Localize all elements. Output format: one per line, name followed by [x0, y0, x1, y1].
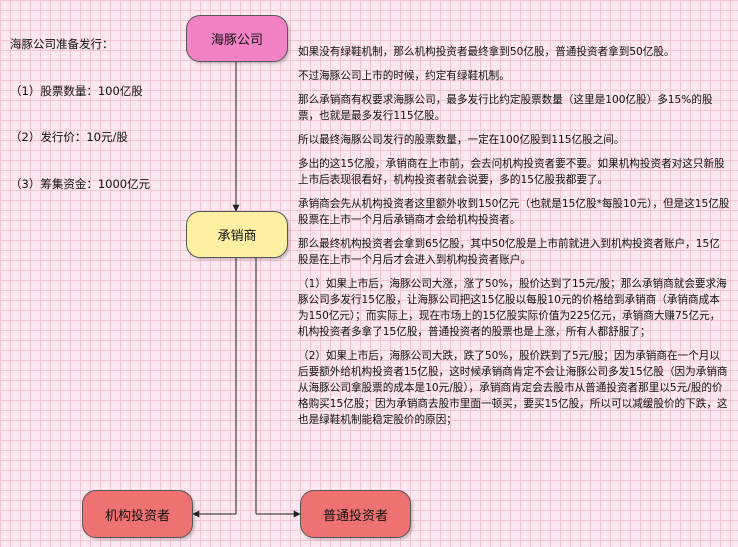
explanation-paragraph: （1）如果上市后，海豚公司大涨，涨了50%，股价达到了15元/股；那么承销商就会…: [298, 278, 727, 338]
underwriter-label: 承销商: [217, 229, 257, 244]
institutional-investor-node: 机构投资者: [82, 490, 193, 538]
underwriter-node: 承销商: [186, 211, 288, 258]
company-node: 海豚公司: [186, 15, 288, 62]
intro-line: 海豚公司准备发行：: [10, 37, 114, 51]
explanation-paragraph: 所以最终海豚公司发行的股票数量，一定在100亿股到115亿股之间。: [298, 134, 625, 146]
explanation-paragraph: 承销商会先从机构投资者这里额外收到150亿元（也就是15亿股*每股10元），但是…: [298, 198, 730, 226]
explanation-paragraph: 如果没有绿鞋机制，那么机构投资者最终拿到50亿股，普通投资者拿到50亿股。: [298, 46, 675, 58]
retail-investor-label: 普通投资者: [322, 508, 388, 524]
explanation-paragraph: 那么承销商有权要求海豚公司，最多发行比约定股票数量（这里是100亿股）多15%的…: [298, 94, 713, 122]
institutional-investor-label: 机构投资者: [104, 508, 170, 524]
explanation-paragraph: 多出的这15亿股，承销商在上市前，会去问机构投资者要不要。如果机构投资者对这只新…: [298, 158, 725, 186]
explanation-text: 如果没有绿鞋机制，那么机构投资者最终拿到50亿股，普通投资者拿到50亿股。 不过…: [298, 44, 730, 436]
retail-investor-node: 普通投资者: [300, 490, 411, 538]
intro-line: （2）发行价：10元/股: [10, 130, 128, 144]
explanation-paragraph: 不过海豚公司上市的时候，约定有绿鞋机制。: [298, 70, 510, 82]
intro-line: （3）筹集资金：1000亿元: [10, 176, 151, 191]
explanation-paragraph: 那么最终机构投资者会拿到65亿股，其中50亿股是上市前就进入到机构投资者账户，1…: [298, 238, 720, 266]
explanation-paragraph: （2）如果上市后，海豚公司大跌，跌了50%，股价跌到了5元/股；因为承销商在一个…: [298, 350, 728, 426]
intro-line: （1）股票数量：100亿股: [10, 83, 143, 98]
intro-text: 海豚公司准备发行： （1）股票数量：100亿股 （2）发行价：10元/股 （3）…: [10, 6, 150, 208]
company-label: 海豚公司: [210, 33, 263, 48]
